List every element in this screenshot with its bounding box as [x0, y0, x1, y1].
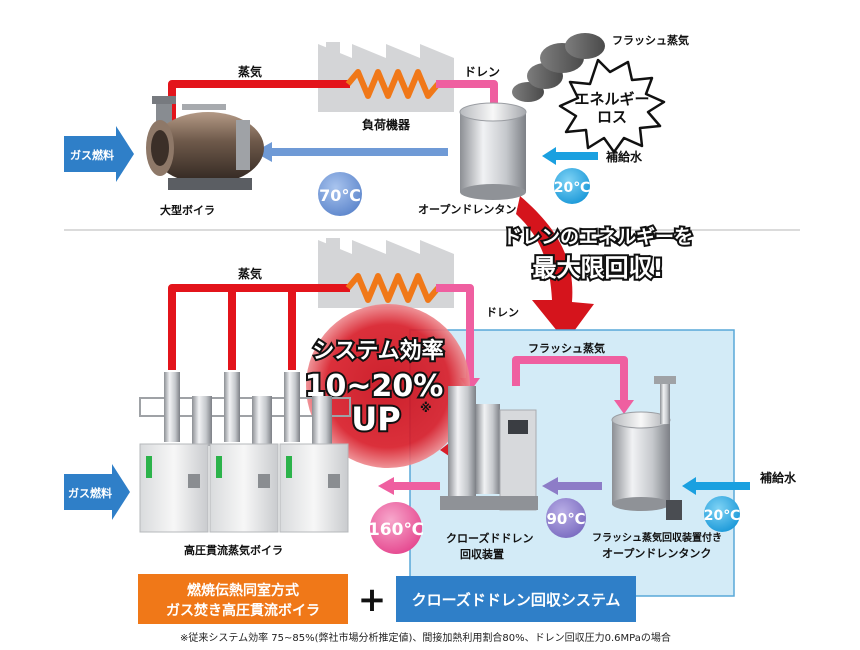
- high-pressure-boiler-label: 高圧貫流蒸気ボイラ: [184, 543, 283, 557]
- bottom-return-arrow-icon: [378, 477, 394, 495]
- energy-loss-line1: エネルギー: [574, 90, 649, 108]
- recovery-unit-label-line1: クローズドドレン: [446, 531, 533, 545]
- recovery-inlet-temp-bubble: [546, 498, 586, 538]
- closed-drain-recovery-unit-image: [440, 386, 538, 511]
- energy-loss-burst-icon: [558, 58, 666, 154]
- legend-plus: +: [358, 580, 387, 620]
- bottom-flash-steam-arrow-icon: [614, 400, 634, 414]
- bottom-load-equipment-factory-icon: [318, 238, 454, 308]
- efficiency-line1: システム効率: [312, 338, 443, 364]
- flash-recovery-tank-image: [611, 376, 682, 520]
- load-equipment-factory-icon: [318, 42, 454, 112]
- top-return-temp-bubble: [318, 172, 362, 216]
- callout-line2: 最大限回収!: [533, 254, 664, 282]
- top-gas-fuel-arrow-icon: [64, 126, 134, 182]
- energy-loss-line2: ロス: [597, 108, 627, 126]
- bottom-drain-pipe: [436, 284, 474, 380]
- legend-right: クローズドドレン回収システム: [412, 591, 621, 609]
- top-heat-exchanger-coil: [345, 69, 441, 99]
- top-makeup-arrow-icon: [542, 147, 556, 165]
- bottom-flash-steam-label: フラッシュ蒸気: [528, 341, 605, 355]
- recovery-unit-label-line2: 回収装置: [460, 547, 504, 561]
- top-open-drain-tank-label: オープンドレンタンク: [418, 202, 527, 216]
- bottom-steam-label: 蒸気: [238, 266, 262, 281]
- top-steam-label: 蒸気: [238, 64, 262, 79]
- top-makeup-temp-bubble: [554, 168, 590, 204]
- top-return-temp: 70℃: [319, 186, 361, 205]
- top-gas-fuel-label: ガス燃料: [70, 148, 114, 162]
- tank-label-line2: オープンドレンタンク: [602, 546, 711, 560]
- recovery-inlet-temp: 90℃: [546, 510, 585, 528]
- tank-to-recovery-arrow-icon: [542, 477, 558, 495]
- bottom-makeup-temp: 20℃: [704, 508, 740, 524]
- footnote: ※従来システム効率 75~85%(弊社市場分析推定値)、間接加熱利用割合80%、…: [180, 631, 671, 644]
- bottom-gas-fuel-arrow-icon: [64, 464, 130, 520]
- efficiency-note-mark: ※: [420, 401, 432, 415]
- recovery-callout-arrow-icon: [516, 196, 594, 342]
- top-drain-label: ドレン: [464, 65, 500, 79]
- top-makeup-water-label: 補給水: [605, 149, 643, 164]
- large-boiler-label: 大型ボイラ: [160, 203, 215, 217]
- top-open-drain-tank: [459, 102, 527, 200]
- efficiency-circle: [306, 304, 470, 468]
- legend-system-box: [396, 576, 636, 622]
- bottom-makeup-water-label: 補給水: [759, 470, 797, 485]
- top-makeup-temp: 20℃: [554, 180, 590, 196]
- efficiency-line3: UP: [351, 400, 400, 438]
- boiler-inlet-temp: 160℃: [368, 520, 424, 540]
- callout-line1: ドレンのエネルギーを: [503, 226, 693, 248]
- legend-left-line1: 燃焼伝熱同室方式: [187, 582, 299, 599]
- bottom-drain-label: ドレン: [486, 306, 519, 319]
- flash-steam-smoke-icon: [512, 33, 605, 102]
- legend-left-line2: ガス焚き高圧貫流ボイラ: [166, 602, 320, 619]
- bottom-flash-steam-pipe: [512, 356, 628, 402]
- top-load-equipment-label: 負荷機器: [362, 117, 411, 132]
- boiler-inlet-temp-bubble: [370, 502, 422, 554]
- high-pressure-boilers-image: [139, 372, 351, 533]
- bottom-makeup-arrow-icon: [682, 477, 696, 495]
- bottom-heat-exchanger-coil: [345, 273, 441, 303]
- top-flash-steam-label: フラッシュ蒸気: [612, 33, 689, 47]
- bottom-makeup-temp-bubble: [704, 496, 740, 532]
- legend-boiler-box: [138, 574, 348, 624]
- tank-label-line1: フラッシュ蒸気回収装置付き: [592, 531, 722, 544]
- bottom-gas-fuel-label: ガス燃料: [68, 486, 112, 500]
- large-boiler-image: [146, 96, 264, 190]
